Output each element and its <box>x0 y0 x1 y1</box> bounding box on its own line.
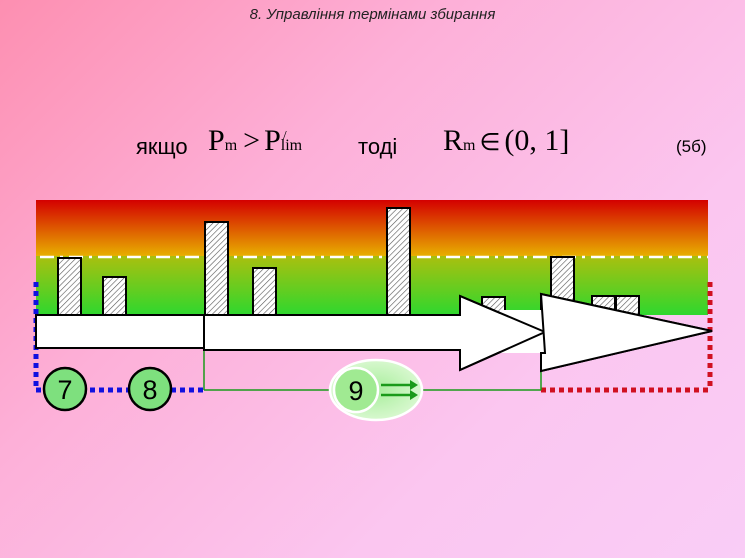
bar <box>57 257 82 316</box>
then-word: тоді <box>358 134 398 159</box>
bar <box>204 221 229 316</box>
lhs-symbol: P <box>208 124 225 157</box>
arrow-stage-one <box>35 314 205 349</box>
element-of-operator: ∈ <box>479 130 501 156</box>
lhs-subscript: m <box>224 137 238 154</box>
bar <box>386 207 411 316</box>
result-subscript: m <box>463 137 476 154</box>
node-circle <box>42 366 88 412</box>
result-interval: (0, 1] <box>504 124 570 157</box>
node-9: 9 <box>328 358 424 422</box>
rhs-symbol: P <box>264 124 281 157</box>
double-arrow-icon <box>381 380 418 400</box>
bar <box>252 267 277 316</box>
comparison-operator: > <box>243 124 261 157</box>
equation-number: (5б) <box>676 137 707 156</box>
node-label: 9 <box>348 376 363 406</box>
result-expression: Rm ∈ (0, 1] <box>443 124 569 158</box>
condition-inequality: Pm > P/lim <box>208 124 302 158</box>
node-label: 7 <box>57 375 72 405</box>
rhs-subscript: lim <box>280 137 303 154</box>
bar <box>102 276 127 316</box>
slide-title: 8. Управління термінами збирання <box>249 6 496 23</box>
result-symbol: R <box>443 124 464 157</box>
node-circle <box>332 366 380 414</box>
node-label: 8 <box>142 375 157 405</box>
node-7: 7 <box>42 366 88 412</box>
rhs-superscript: / <box>282 129 287 144</box>
if-word: якщо <box>136 134 188 159</box>
node-circle <box>127 366 173 412</box>
node-8: 8 <box>127 366 173 412</box>
arrow-three-head <box>539 292 713 373</box>
